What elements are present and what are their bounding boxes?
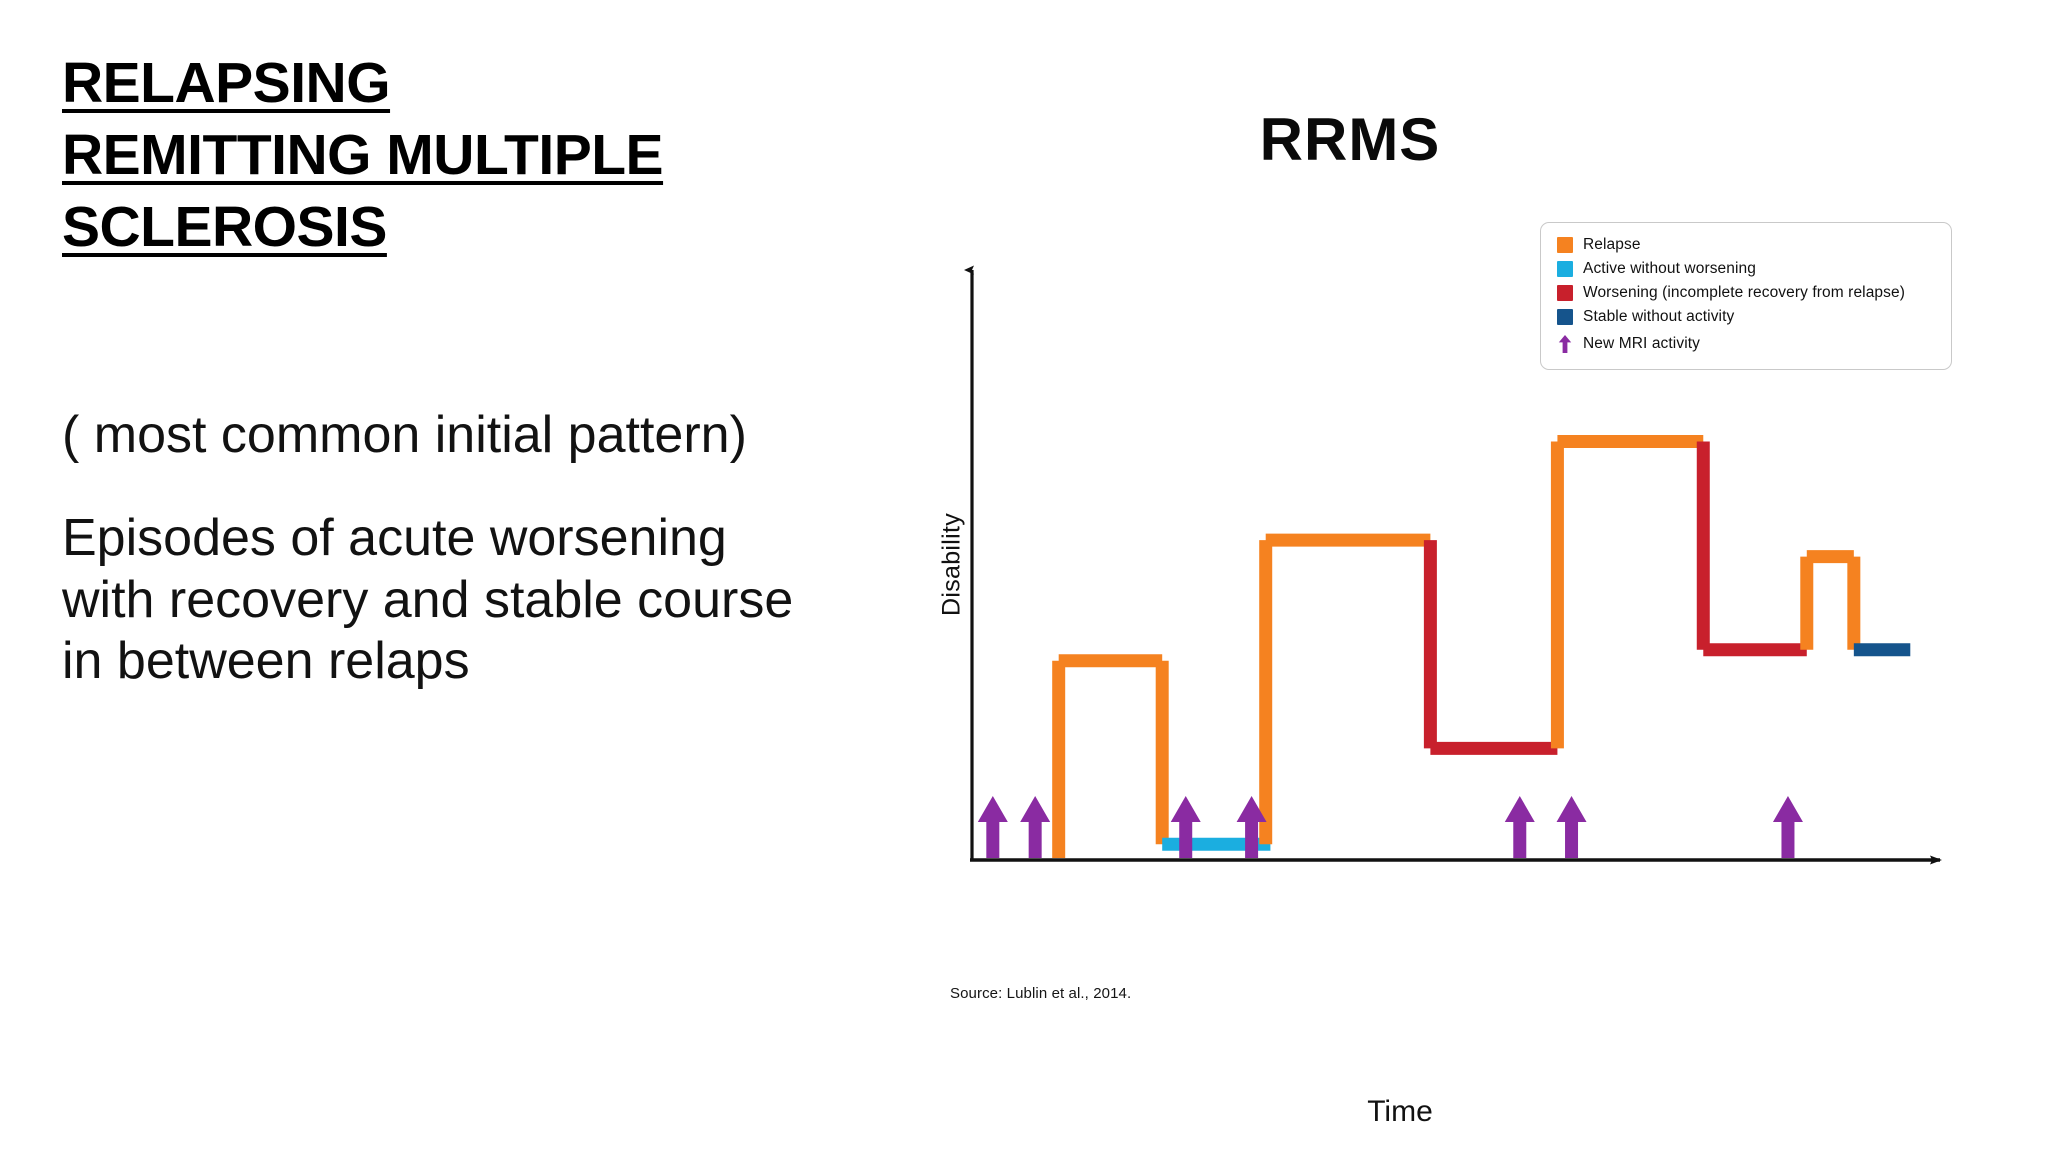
- mri-activity-arrow-icon: [1170, 796, 1201, 858]
- chart-title: RRMS: [1259, 106, 1441, 173]
- red-square-icon: [1557, 285, 1573, 301]
- x-axis-label: Time: [1367, 1095, 1433, 1128]
- y-axis-label: Disability: [937, 512, 966, 617]
- legend-item-label: Stable without activity: [1583, 308, 1735, 326]
- legend-item: Active without worsening: [1557, 261, 1935, 277]
- chart-figure: Disability Time: [900, 250, 2010, 1128]
- mri-activity-arrow-icon: [1504, 796, 1535, 858]
- body-copy: ( most common initial pattern) Episodes …: [62, 405, 862, 692]
- legend-item: Relapse: [1557, 237, 1935, 253]
- mri-activity-arrow-icon: [1772, 796, 1803, 858]
- legend-item: Stable without activity: [1557, 309, 1935, 325]
- source-note: Source: Lublin et al., 2014.: [950, 985, 1132, 1002]
- page-title-line-2: REMITTING MULTIPLE: [62, 122, 664, 187]
- mri-activity-arrow-icon: [1556, 796, 1587, 858]
- orange-square-icon: [1557, 237, 1573, 253]
- body-paragraph-2: Episodes of acute worsening with recover…: [62, 509, 794, 691]
- legend-item-label: Worsening (incomplete recovery from rela…: [1583, 284, 1905, 302]
- page-title-line-3: SCLEROSIS: [62, 194, 387, 259]
- legend-item: New MRI activity: [1557, 335, 1935, 353]
- mri-activity-arrow-group: [977, 796, 1803, 858]
- cyan-square-icon: [1557, 261, 1573, 277]
- mri-activity-arrow-icon: [1020, 796, 1051, 858]
- page-title-line-1: RELAPSING: [62, 51, 391, 115]
- blue-square-icon: [1557, 309, 1573, 325]
- mri-activity-arrow-icon: [1236, 796, 1267, 858]
- body-paragraph-1: ( most common initial pattern): [62, 406, 747, 464]
- legend-item-label: Active without worsening: [1583, 260, 1756, 278]
- page-title: RELAPSING REMITTING MULTIPLE SCLEROSIS: [62, 48, 882, 263]
- purple-up-arrow-icon: [1557, 335, 1573, 353]
- mri-activity-arrow-icon: [977, 796, 1008, 858]
- disease-course-plot: [964, 265, 1942, 865]
- disease-course-curve: [1052, 435, 1911, 858]
- legend-item: Worsening (incomplete recovery from rela…: [1557, 285, 1935, 301]
- legend-item-label: Relapse: [1583, 236, 1641, 254]
- legend-item-label: New MRI activity: [1583, 335, 1701, 353]
